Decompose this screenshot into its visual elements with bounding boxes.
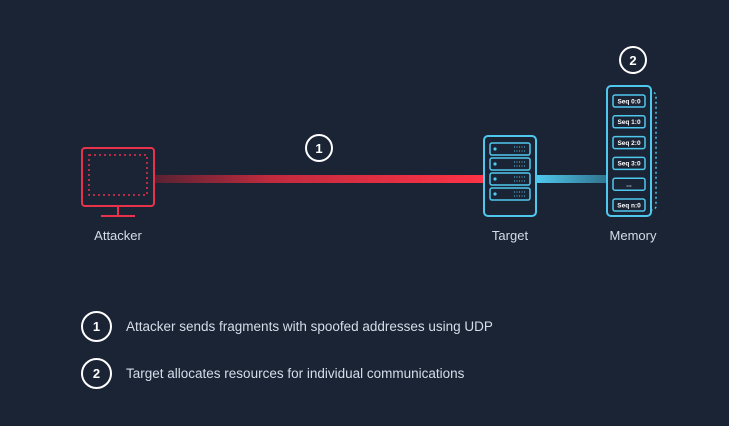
step-marker-2: 2 (619, 46, 647, 74)
step-marker-1: 1 (305, 134, 333, 162)
memory-label: Memory (609, 228, 657, 243)
legend-item-1: 1 Attacker sends fragments with spoofed … (81, 311, 493, 342)
attacker-monitor-icon (81, 147, 155, 217)
memory-slot: Seq 3:0 (612, 156, 646, 171)
memory-slot-label: Seq n:0 (617, 202, 641, 209)
target-server-icon (483, 135, 537, 217)
memory-slot: ... (612, 177, 646, 191)
legend-item-2: 2 Target allocates resources for individ… (81, 358, 464, 389)
memory-slot: Seq 0:0 (612, 94, 646, 108)
memory-slot-label: Seq 0:0 (617, 98, 641, 105)
legend-number-1: 1 (81, 311, 112, 342)
memory-slot: Seq 2:0 (612, 135, 646, 150)
legend-text-1: Attacker sends fragments with spoofed ad… (126, 319, 493, 334)
memory-slot: Seq 1:0 (612, 115, 646, 129)
attack-traffic-line (155, 175, 485, 183)
attacker-label: Attacker (94, 228, 142, 243)
memory-slot: Seq n:0 (612, 198, 646, 212)
memory-slot-label: Seq 3:0 (617, 161, 641, 168)
legend-number-2: 2 (81, 358, 112, 389)
target-memory-link (536, 175, 610, 183)
target-label: Target (491, 228, 529, 243)
memory-slot-label: Seq 1:0 (617, 119, 641, 126)
memory-slot-label: Seq 2:0 (617, 140, 641, 147)
memory-slot-label: ... (626, 182, 632, 189)
legend-text-2: Target allocates resources for individua… (126, 366, 465, 381)
